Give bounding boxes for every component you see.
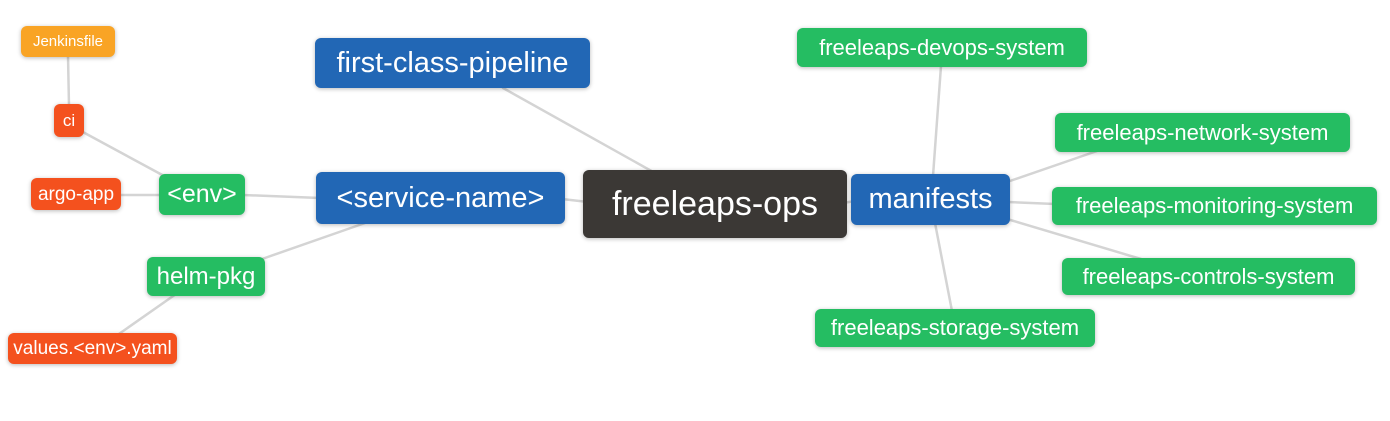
mindmap-node-jenkinsfile[interactable]: Jenkinsfile: [21, 26, 115, 57]
mindmap-node-env[interactable]: <env>: [159, 174, 245, 215]
edge-helm-pkg-values-env-yaml: [114, 292, 178, 338]
edge-manifests-storage-system: [933, 221, 954, 313]
node-label-devops-system: freeleaps-devops-system: [819, 34, 1065, 60]
mindmap-node-monitoring-system[interactable]: freeleaps-monitoring-system: [1052, 187, 1377, 225]
mindmap-node-argo-app[interactable]: argo-app: [31, 178, 121, 210]
node-label-network-system: freeleaps-network-system: [1076, 119, 1329, 145]
node-label-controls-system: freeleaps-controls-system: [1082, 263, 1335, 289]
edge-ci-env: [79, 129, 168, 179]
mindmap-node-manifests[interactable]: manifests: [851, 174, 1010, 225]
mindmap-node-ci[interactable]: ci: [54, 104, 84, 137]
edge-service-name-helm-pkg: [260, 221, 367, 261]
node-label-service-name: <service-name>: [336, 181, 545, 214]
edge-manifests-controls-system: [1005, 217, 1143, 261]
node-label-values-env-yaml: values.<env>.yaml: [13, 338, 172, 359]
mindmap-node-helm-pkg[interactable]: helm-pkg: [147, 257, 265, 296]
mindmap-node-storage-system[interactable]: freeleaps-storage-system: [815, 309, 1095, 347]
node-label-manifests: manifests: [868, 183, 993, 215]
edge-env-service-name: [241, 193, 322, 200]
node-label-jenkinsfile: Jenkinsfile: [32, 33, 104, 50]
node-label-helm-pkg: helm-pkg: [156, 262, 256, 290]
mindmap-node-first-class-pipeline[interactable]: first-class-pipeline: [315, 38, 590, 88]
mindmap-node-devops-system[interactable]: freeleaps-devops-system: [797, 28, 1087, 67]
node-label-monitoring-system: freeleaps-monitoring-system: [1075, 193, 1354, 218]
node-label-ci: ci: [62, 111, 76, 130]
mindmap-node-network-system[interactable]: freeleaps-network-system: [1055, 113, 1350, 152]
mindmap-node-controls-system[interactable]: freeleaps-controls-system: [1062, 258, 1355, 295]
node-label-storage-system: freeleaps-storage-system: [830, 315, 1080, 340]
node-label-freeleaps-ops: freeleaps-ops: [611, 185, 818, 223]
mindmap-node-freeleaps-ops[interactable]: freeleaps-ops: [583, 170, 847, 238]
edge-manifests-monitoring-system: [1006, 200, 1057, 206]
mindmap-node-values-env-yaml[interactable]: values.<env>.yaml: [8, 333, 177, 364]
node-label-argo-app: argo-app: [37, 183, 115, 205]
edge-jenkinsfile-ci: [66, 54, 71, 108]
mindmap-node-service-name[interactable]: <service-name>: [316, 172, 565, 224]
edge-manifests-network-system: [1005, 149, 1099, 184]
node-label-first-class-pipeline: first-class-pipeline: [336, 46, 569, 79]
edge-first-class-pipeline-freeleaps-ops: [501, 86, 657, 175]
node-label-env: <env>: [167, 180, 237, 208]
edge-manifests-devops-system: [931, 64, 943, 178]
